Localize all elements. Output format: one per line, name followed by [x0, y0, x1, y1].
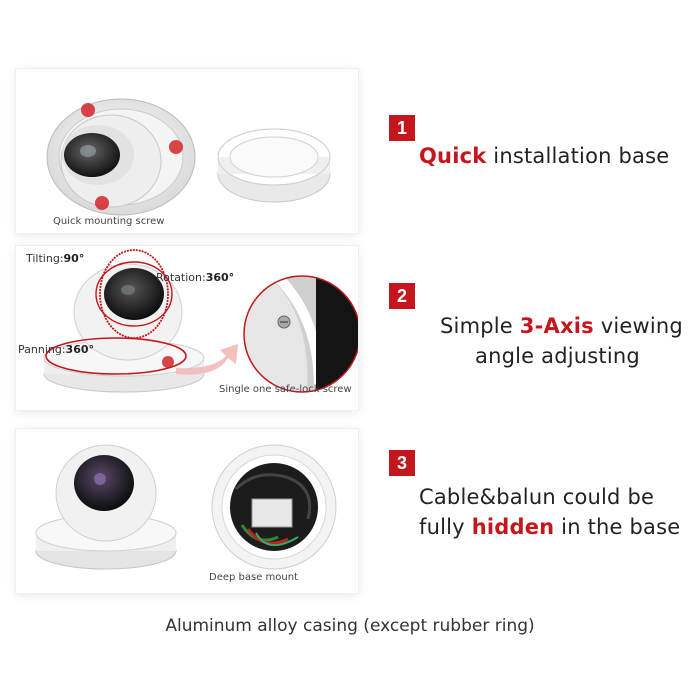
- feature-text-1: Quick installation base: [419, 144, 670, 168]
- pan-arc: [45, 337, 187, 375]
- deep-base-image: [211, 444, 337, 570]
- panel-3axis: Tilting:90° Rotation:360° Panning:360° S…: [16, 246, 358, 410]
- caption-safe-lock-screw: Single one safe-lock screw: [219, 384, 352, 395]
- panel-quick-base: Quick mounting screw: [16, 69, 358, 233]
- footer-casing-note: Aluminum alloy casing (except rubber rin…: [165, 616, 535, 636]
- feature-text-3-line2: fully hidden in the base: [419, 515, 681, 539]
- panel-deep-base: Deep base mount: [16, 429, 358, 593]
- rubber-ring-image: [217, 128, 331, 203]
- feature-text-2-line2: angle adjusting: [475, 344, 640, 368]
- dome-camera-and-base-image: [35, 444, 337, 570]
- rotation-arc: [95, 261, 173, 327]
- feature-number-3: 3: [389, 450, 415, 476]
- feature-number-2: 2: [389, 283, 415, 309]
- screw-marker-right: [169, 140, 183, 154]
- feature-text-2-line1: Simple 3-Axis viewing: [440, 314, 683, 338]
- rotation-label: Rotation:360°: [156, 271, 235, 284]
- zoom-arrow: [176, 344, 238, 375]
- caption-quick-mounting-screw: Quick mounting screw: [53, 216, 165, 227]
- feature-number-1: 1: [389, 115, 415, 141]
- panning-label: Panning:360°: [18, 343, 95, 356]
- screw-marker-top: [81, 103, 95, 117]
- dome-camera-axes-image: [43, 249, 358, 393]
- caption-deep-base-mount: Deep base mount: [209, 572, 299, 583]
- tilting-label: Tilting:90°: [26, 252, 85, 265]
- dome-camera-with-screws-image: [46, 98, 331, 216]
- feature-text-3-line1: Cable&balun could be: [419, 485, 655, 509]
- screw-marker-bottom: [95, 196, 109, 210]
